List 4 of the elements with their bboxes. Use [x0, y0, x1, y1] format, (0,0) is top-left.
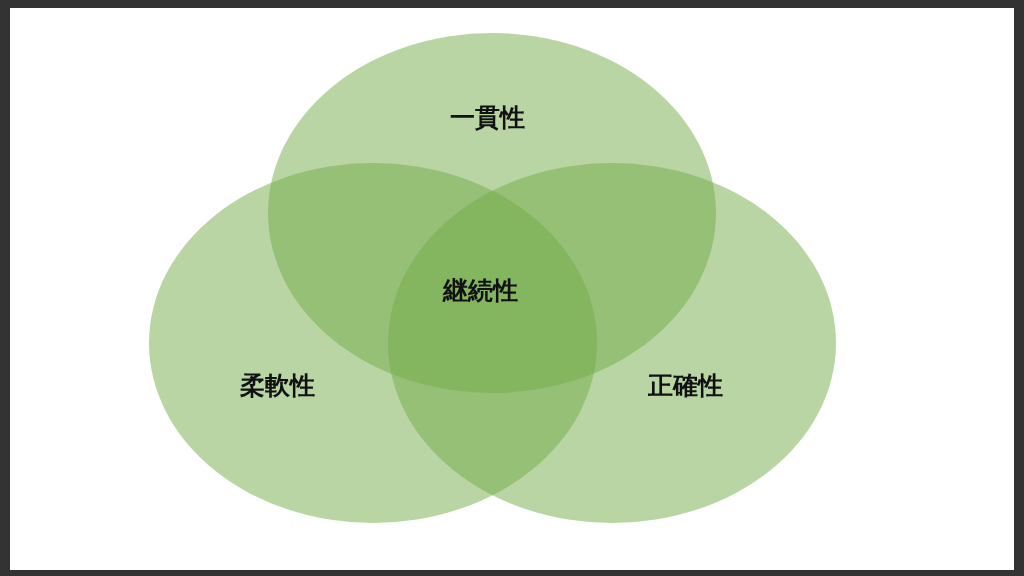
set-label: 柔軟性: [239, 369, 315, 402]
intersection-label: 継続性: [442, 274, 518, 307]
set-label: 正確性: [647, 369, 723, 402]
set-label: 一貫性: [449, 101, 525, 134]
